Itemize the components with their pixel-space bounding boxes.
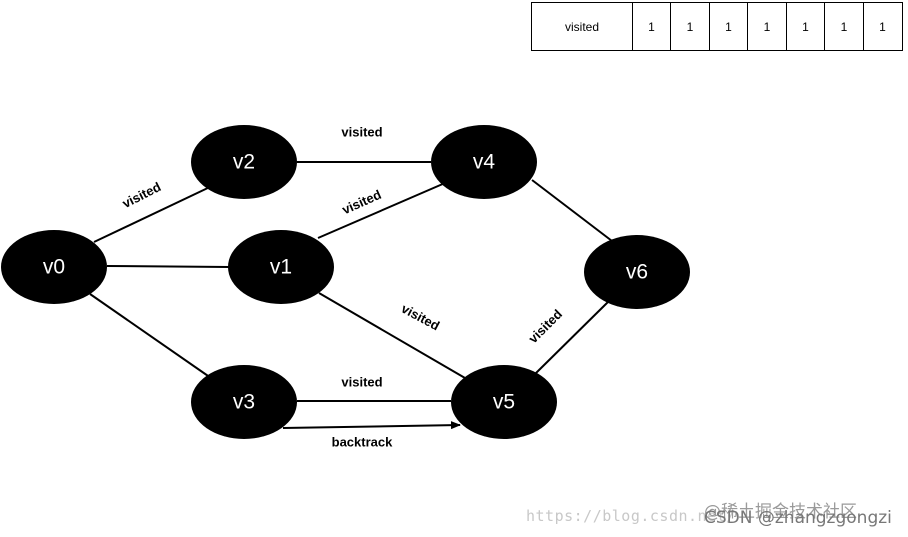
node-shape-v1 [228,230,334,304]
edges [89,161,613,430]
visited-array-cell-4: 1 [785,2,826,51]
node-shape-v5 [451,365,557,439]
node-v3: v3 [191,365,297,439]
edge-v1-v4 [317,182,446,239]
node-label-v1: v1 [270,256,292,279]
visited-array-cell-1: 1 [670,2,710,51]
node-v0: v0 [1,230,107,304]
visited-array-cell-2: 1 [708,2,749,51]
visited-array: visited 1 1 1 1 1 1 1 [531,2,903,51]
node-shape-v2 [191,125,297,199]
edge-v5-v6 [534,299,611,375]
watermark-signature-top: @稀土掘金技术社区 [704,502,857,522]
visited-array-cell-0: 1 [631,2,672,51]
edge-v0-v1 [106,265,230,268]
visited-array-cell-5: 1 [824,2,864,51]
node-shape-v4 [431,125,537,199]
node-v6: v6 [584,235,690,309]
edge-v0-v3 [89,293,212,379]
edge-label-v2-v4: visited [341,124,382,139]
watermark-signature-bottom: CSDN @zhangzgongzi [704,508,892,528]
edge-label-v1-v5: visited [399,301,442,334]
node-label-v2: v2 [233,151,255,174]
node-shape-v3 [191,365,297,439]
node-label-v4: v4 [473,151,496,174]
visited-array-cell-3: 1 [747,2,787,51]
node-v5: v5 [451,365,557,439]
nodes: v0 v1 v2 v3 v4 v5 v6 [1,125,690,439]
edge-label-v3-v5: visited [341,374,382,389]
visited-array-header: visited [531,2,633,51]
edge-v0-v2 [93,185,213,243]
node-v2: v2 [191,125,297,199]
edge-v3-v5-backtrack [282,421,461,430]
edge-v1-v5 [318,292,466,379]
edge-label-v0-v2: visited [120,179,164,211]
watermark-url: https://blog.csdn.net/ [526,507,736,525]
node-label-v5: v5 [493,391,515,414]
node-v1: v1 [228,230,334,304]
node-shape-v0 [1,230,107,304]
node-label-v6: v6 [626,261,648,284]
edge-label-v3-v5-backtrack: backtrack [332,434,393,449]
visited-array-cell-6: 1 [862,2,903,51]
node-v4: v4 [431,125,537,199]
edge-v4-v6 [531,179,613,242]
node-label-v0: v0 [43,256,65,279]
edge-label-v5-v6: visited [525,306,565,346]
node-label-v3: v3 [233,391,255,414]
node-shape-v6 [584,235,690,309]
